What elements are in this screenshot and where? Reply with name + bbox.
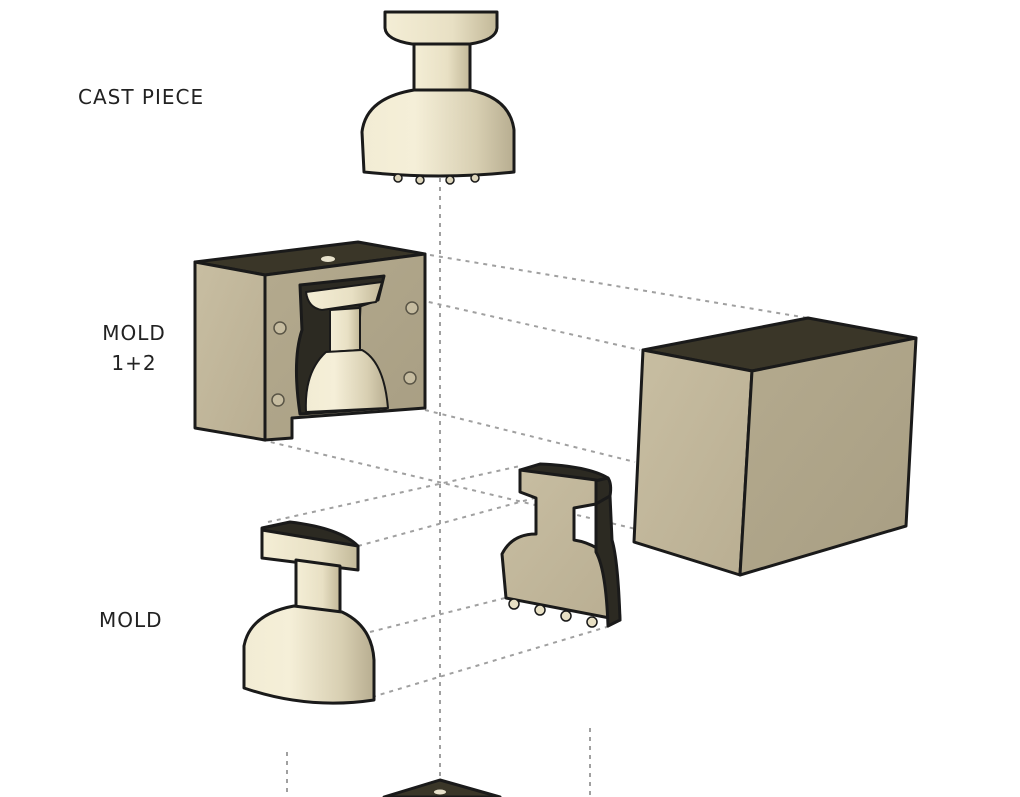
mold-1-2-label: MOLD 1+2 [95, 318, 173, 378]
mold-box-cutaway [193, 240, 427, 442]
mold-box-closed [632, 316, 918, 577]
guide-lines [261, 178, 809, 797]
mold-half-left-shape [242, 520, 376, 705]
cast-piece-label: CAST PIECE [78, 82, 204, 112]
cast-piece-label-text: CAST PIECE [78, 85, 205, 109]
mold-1-2-label-line1: MOLD [102, 321, 166, 345]
cast-piece-shape [360, 10, 516, 185]
bottom-box-partial [382, 778, 502, 797]
mold-1-2-label-line2: 1+2 [111, 351, 157, 375]
mold-label: MOLD [99, 605, 163, 635]
mold-label-text: MOLD [99, 608, 163, 632]
mold-half-right-shape [500, 462, 622, 628]
